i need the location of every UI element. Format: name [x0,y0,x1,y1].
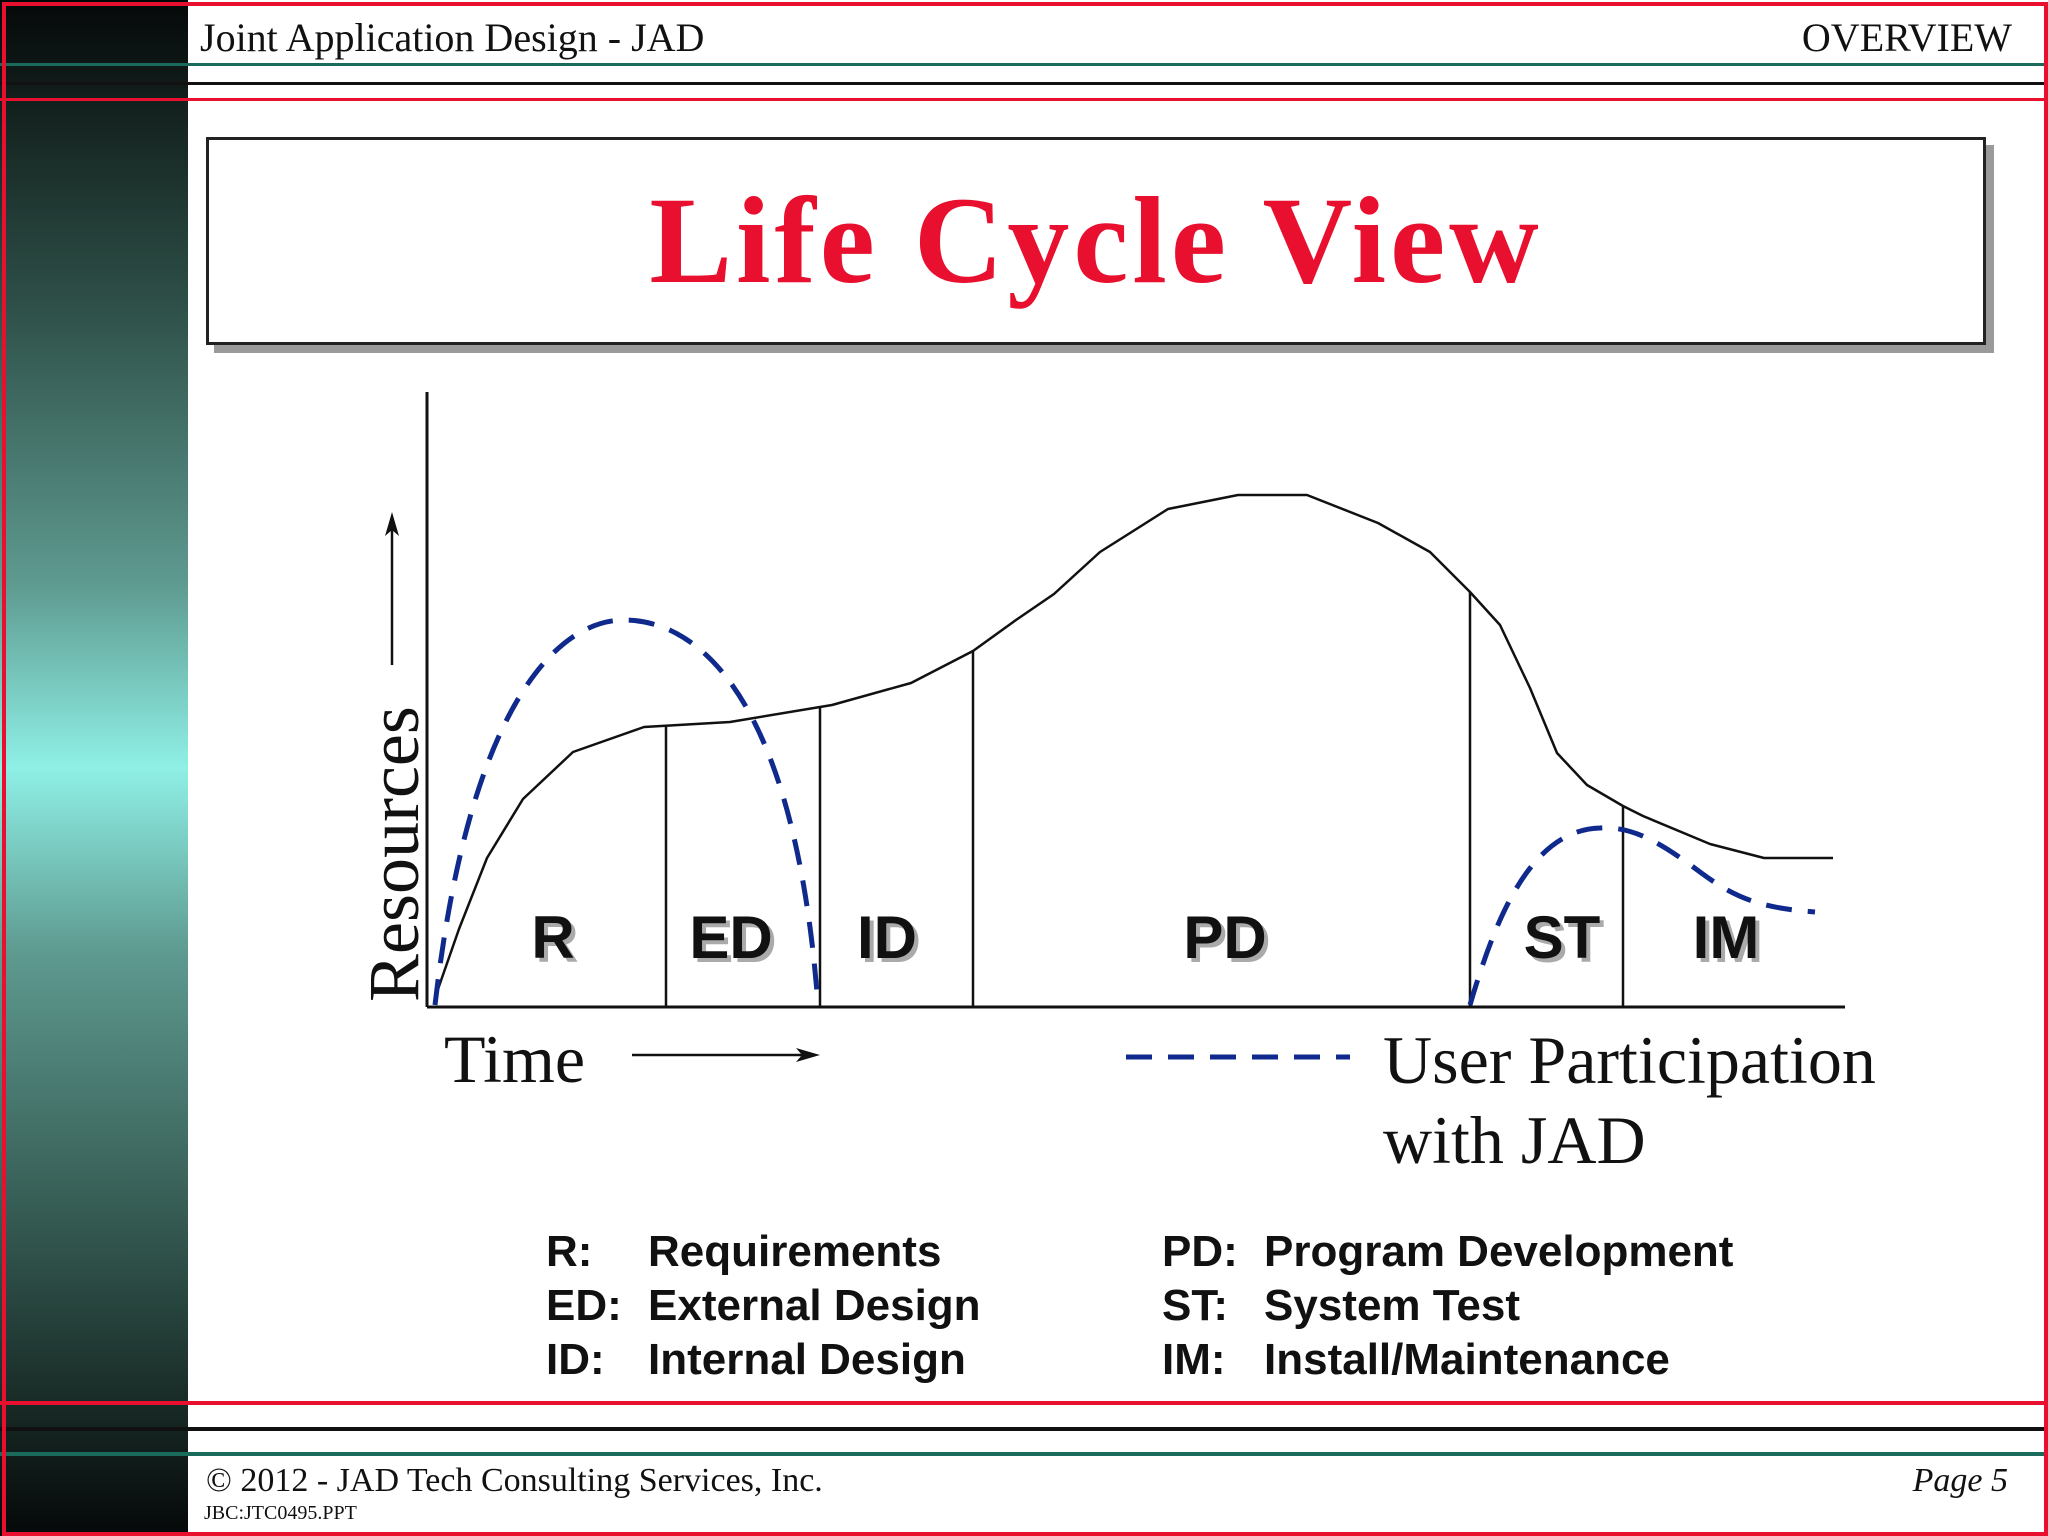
definitions-right: PD: Program Development ST: System Test … [1162,1225,1733,1387]
definition-term: System Test [1264,1281,1520,1330]
phase-label-pd: PD [1183,904,1266,971]
phase-label-pd: PD [1187,908,1270,975]
header-divider-black [0,82,2048,85]
definition-row: ED: External Design [546,1279,981,1333]
phase-label-r: R [535,908,578,975]
definition-abbr: ID: [546,1335,605,1384]
phase-label-r: R [531,904,574,971]
definition-term: Program Development [1264,1227,1734,1276]
footer-divider-red [0,1401,2048,1405]
definition-row: IM: Install/Maintenance [1162,1333,1733,1387]
header-section: OVERVIEW [1801,15,2012,60]
y-axis-label: Resources [354,706,434,1002]
definition-row: ST: System Test [1162,1279,1733,1333]
definition-term: Install/Maintenance [1264,1335,1670,1384]
definitions-left: R: Requirements ED: External Design ID: … [546,1225,981,1387]
resource-curve [435,493,1833,993]
definition-abbr: ED: [546,1281,622,1330]
sidebar-gradient [0,0,188,1536]
phase-label-im: IM [1693,904,1760,971]
phase-label-id: ID [861,908,921,975]
x-axis-label: Time [444,1021,585,1097]
phase-label-st: ST [1524,904,1601,971]
resources-arrow-head [385,512,399,536]
definition-abbr: IM: [1162,1335,1226,1384]
slide-title: Life Cycle View [649,172,1543,309]
footer-file-ref: JBC:JTC0495.PPT [204,1502,357,1524]
definition-term: Requirements [648,1227,942,1276]
header-title: Joint Application Design - JAD [200,15,705,60]
definition-term: External Design [648,1281,981,1330]
footer-copyright: © 2012 - JAD Tech Consulting Services, I… [206,1462,823,1499]
definition-row: R: Requirements [546,1225,981,1279]
participation-curve-late [1467,825,1816,1006]
definition-abbr: R: [546,1227,593,1276]
definition-abbr: PD: [1162,1227,1238,1276]
participation-curve-early [432,617,821,1006]
footer-divider-black [0,1427,2048,1431]
title-box: Life Cycle View [206,137,1986,345]
phase-label-ed: ED [689,904,772,971]
phase-label-id: ID [857,904,917,971]
definition-row: ID: Internal Design [546,1333,981,1387]
time-arrow-head [796,1048,820,1062]
header-divider-red [0,98,2048,101]
legend-label-line1: User Participation [1383,1022,1876,1098]
definition-abbr: ST: [1162,1281,1228,1330]
phase-label-ed: ED [693,908,776,975]
phase-label-st: ST [1528,908,1605,975]
definition-term: Internal Design [648,1335,966,1384]
definition-row: PD: Program Development [1162,1225,1733,1279]
footer-divider-teal [0,1452,2048,1456]
legend-label-line2: with JAD [1383,1102,1646,1178]
footer-page-number: Page 5 [1912,1462,2008,1499]
header-divider-teal [0,63,2048,66]
phase-label-im: IM [1697,908,1764,975]
